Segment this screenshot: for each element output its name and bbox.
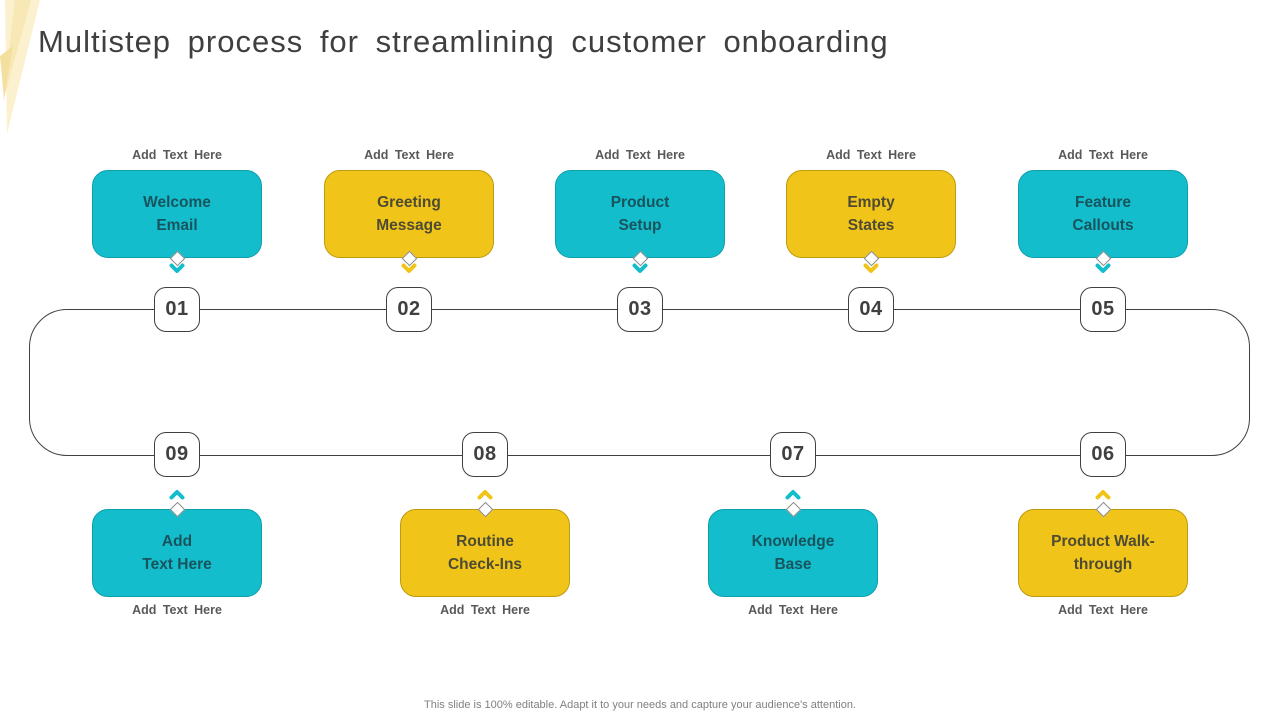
step-09: 09 Add Text Here Add Text Here (92, 432, 262, 618)
step-box-label: Message (376, 217, 442, 234)
step-box-label: States (847, 217, 895, 234)
step-box-label: Product Walk- (1051, 533, 1155, 550)
step-number-badge[interactable]: 08 (462, 432, 508, 477)
step-box-label: Knowledge (751, 533, 835, 550)
step-box-label: Add (161, 533, 193, 550)
step-07: 07 Knowledge Base Add Text Here (708, 432, 878, 618)
step-box-label: Empty (847, 194, 895, 211)
corner-ribbon-decoration (0, 0, 40, 134)
add-text-placeholder[interactable]: Add Text Here (748, 603, 838, 617)
chevron-down-icon (1095, 263, 1111, 274)
step-box-label: Check-Ins (447, 556, 523, 573)
chevron-up-icon (477, 489, 493, 500)
step-box-welcome-email[interactable]: Welcome Email (92, 170, 262, 258)
step-number-badge[interactable]: 07 (770, 432, 816, 477)
add-text-placeholder[interactable]: Add Text Here (595, 148, 685, 162)
add-text-placeholder[interactable]: Add Text Here (132, 148, 222, 162)
step-box-routine-check-ins[interactable]: Routine Check-Ins (400, 509, 570, 597)
step-box-feature-callouts[interactable]: Feature Callouts (1018, 170, 1188, 258)
step-number-badge[interactable]: 09 (154, 432, 200, 477)
add-text-placeholder[interactable]: Add Text Here (826, 148, 916, 162)
step-06: 06 Product Walk- through Add Text Here (1018, 432, 1188, 618)
step-box-label: Feature (1075, 194, 1131, 211)
step-box-add-text-here[interactable]: Add Text Here (92, 509, 262, 597)
add-text-placeholder[interactable]: Add Text Here (440, 603, 530, 617)
chevron-up-icon (1095, 489, 1111, 500)
page-title[interactable]: Multistep process for streamlining custo… (38, 24, 889, 59)
step-number-badge[interactable]: 04 (848, 287, 894, 332)
step-box-empty-states[interactable]: Empty States (786, 170, 956, 258)
add-text-placeholder[interactable]: Add Text Here (364, 148, 454, 162)
chevron-down-icon (169, 263, 185, 274)
step-box-product-walkthrough[interactable]: Product Walk- through (1018, 509, 1188, 597)
add-text-placeholder[interactable]: Add Text Here (1058, 603, 1148, 617)
step-box-label: through (1073, 556, 1133, 573)
step-box-label: Callouts (1072, 217, 1134, 234)
step-number-badge[interactable]: 02 (386, 287, 432, 332)
step-02: Add Text Here Greeting Message 02 (324, 147, 494, 333)
step-box-label: Routine (456, 533, 514, 550)
step-number-badge[interactable]: 06 (1080, 432, 1126, 477)
add-text-placeholder[interactable]: Add Text Here (1058, 148, 1148, 162)
chevron-up-icon (785, 489, 801, 500)
step-04: Add Text Here Empty States 04 (786, 147, 956, 333)
step-05: Add Text Here Feature Callouts 05 (1018, 147, 1188, 333)
step-box-product-setup[interactable]: Product Setup (555, 170, 725, 258)
step-box-knowledge-base[interactable]: Knowledge Base (708, 509, 878, 597)
step-box-label: Greeting (377, 194, 441, 211)
add-text-placeholder[interactable]: Add Text Here (132, 603, 222, 617)
step-box-label: Email (156, 217, 198, 234)
step-01: Add Text Here Welcome Email 01 (92, 147, 262, 333)
footer-note: This slide is 100% editable. Adapt it to… (424, 699, 856, 711)
step-08: 08 Routine Check-Ins Add Text Here (400, 432, 570, 618)
step-number-badge[interactable]: 01 (154, 287, 200, 332)
step-box-label: Welcome (143, 194, 211, 211)
step-03: Add Text Here Product Setup 03 (555, 147, 725, 333)
step-box-label: Setup (618, 217, 662, 234)
chevron-down-icon (632, 263, 648, 274)
chevron-down-icon (401, 263, 417, 274)
chevron-down-icon (863, 263, 879, 274)
step-number-badge[interactable]: 05 (1080, 287, 1126, 332)
step-box-label: Product (610, 194, 670, 211)
chevron-up-icon (169, 489, 185, 500)
step-box-label: Base (774, 556, 812, 573)
step-box-label: Text Here (142, 556, 212, 573)
step-number-badge[interactable]: 03 (617, 287, 663, 332)
step-box-greeting-message[interactable]: Greeting Message (324, 170, 494, 258)
